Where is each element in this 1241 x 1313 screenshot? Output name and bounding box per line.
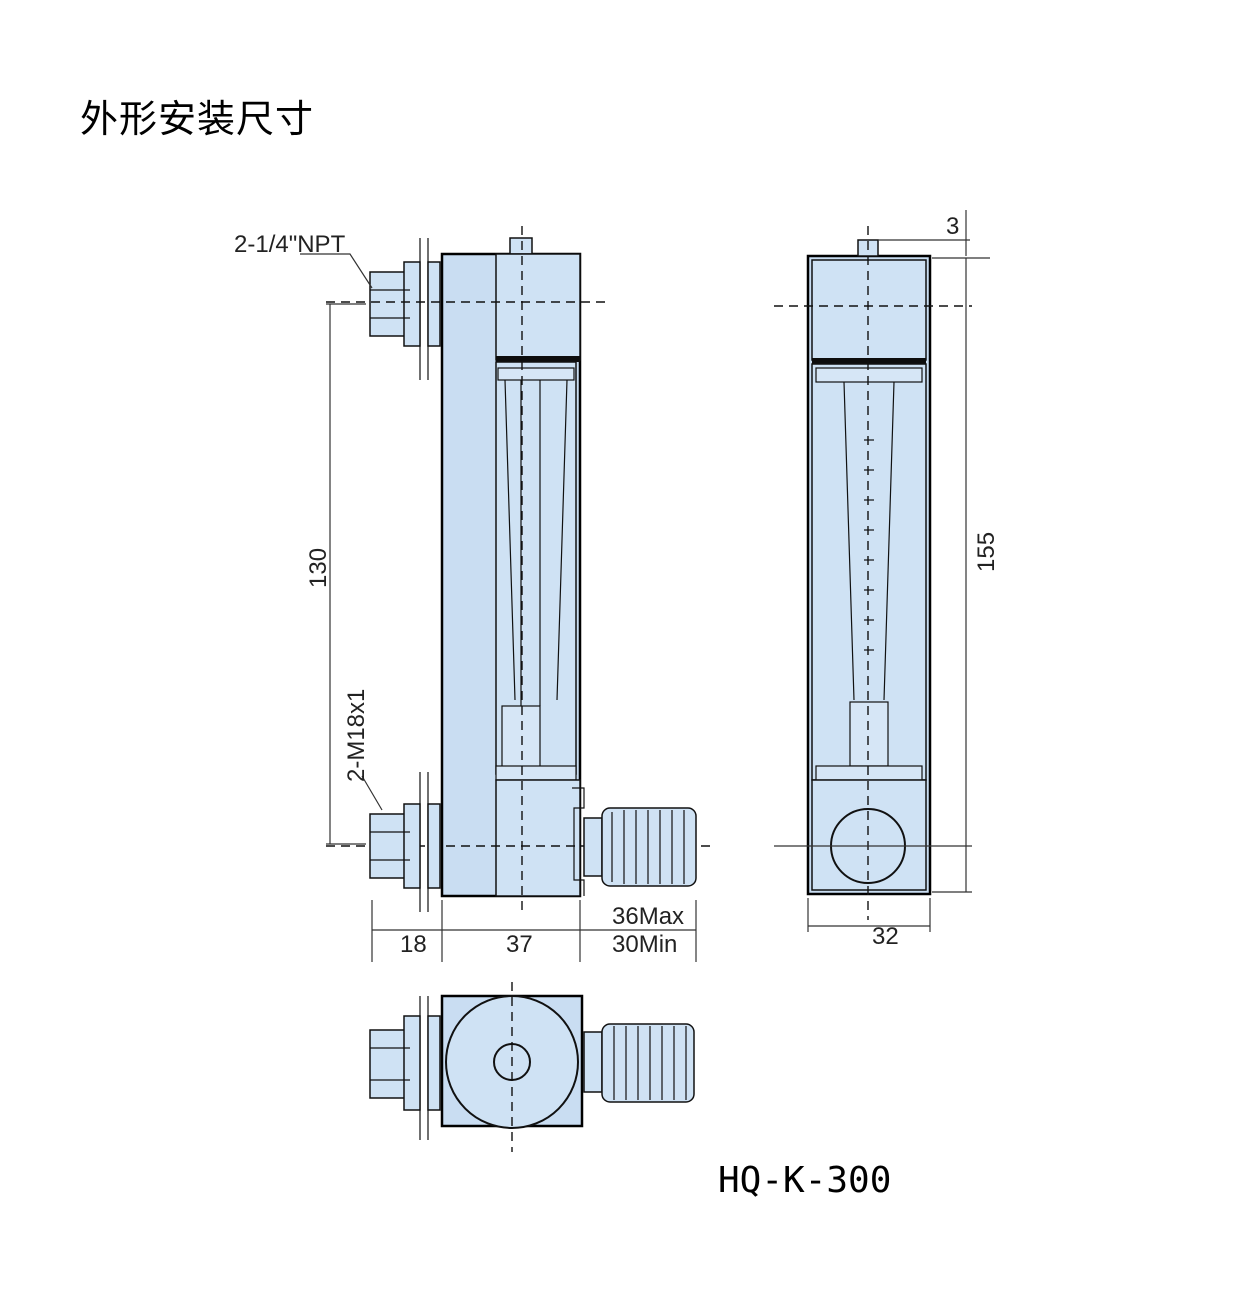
height-155-label: 155	[973, 532, 1000, 572]
width-18-label: 18	[400, 931, 427, 958]
model-label: HQ-K-300	[718, 1160, 892, 1201]
top-3-label: 3	[946, 213, 959, 240]
valve-knob	[583, 807, 697, 887]
bottom-fitting	[369, 803, 441, 889]
knob-max-label: 36Max	[612, 903, 684, 930]
thread-label: 2-M18x1	[343, 689, 370, 782]
width-32-label: 32	[872, 923, 899, 950]
page-title: 外形安装尺寸	[80, 97, 315, 141]
width-37-label: 37	[506, 931, 533, 958]
scale-ticks	[864, 439, 874, 651]
npt-label: 2-1/4"NPT	[234, 231, 346, 258]
side-view	[774, 210, 990, 932]
knob-min-label: 30Min	[612, 931, 677, 958]
top-fitting	[369, 261, 441, 347]
front-view	[300, 226, 710, 962]
top-view	[369, 982, 695, 1152]
height-130-label: 130	[305, 548, 332, 588]
